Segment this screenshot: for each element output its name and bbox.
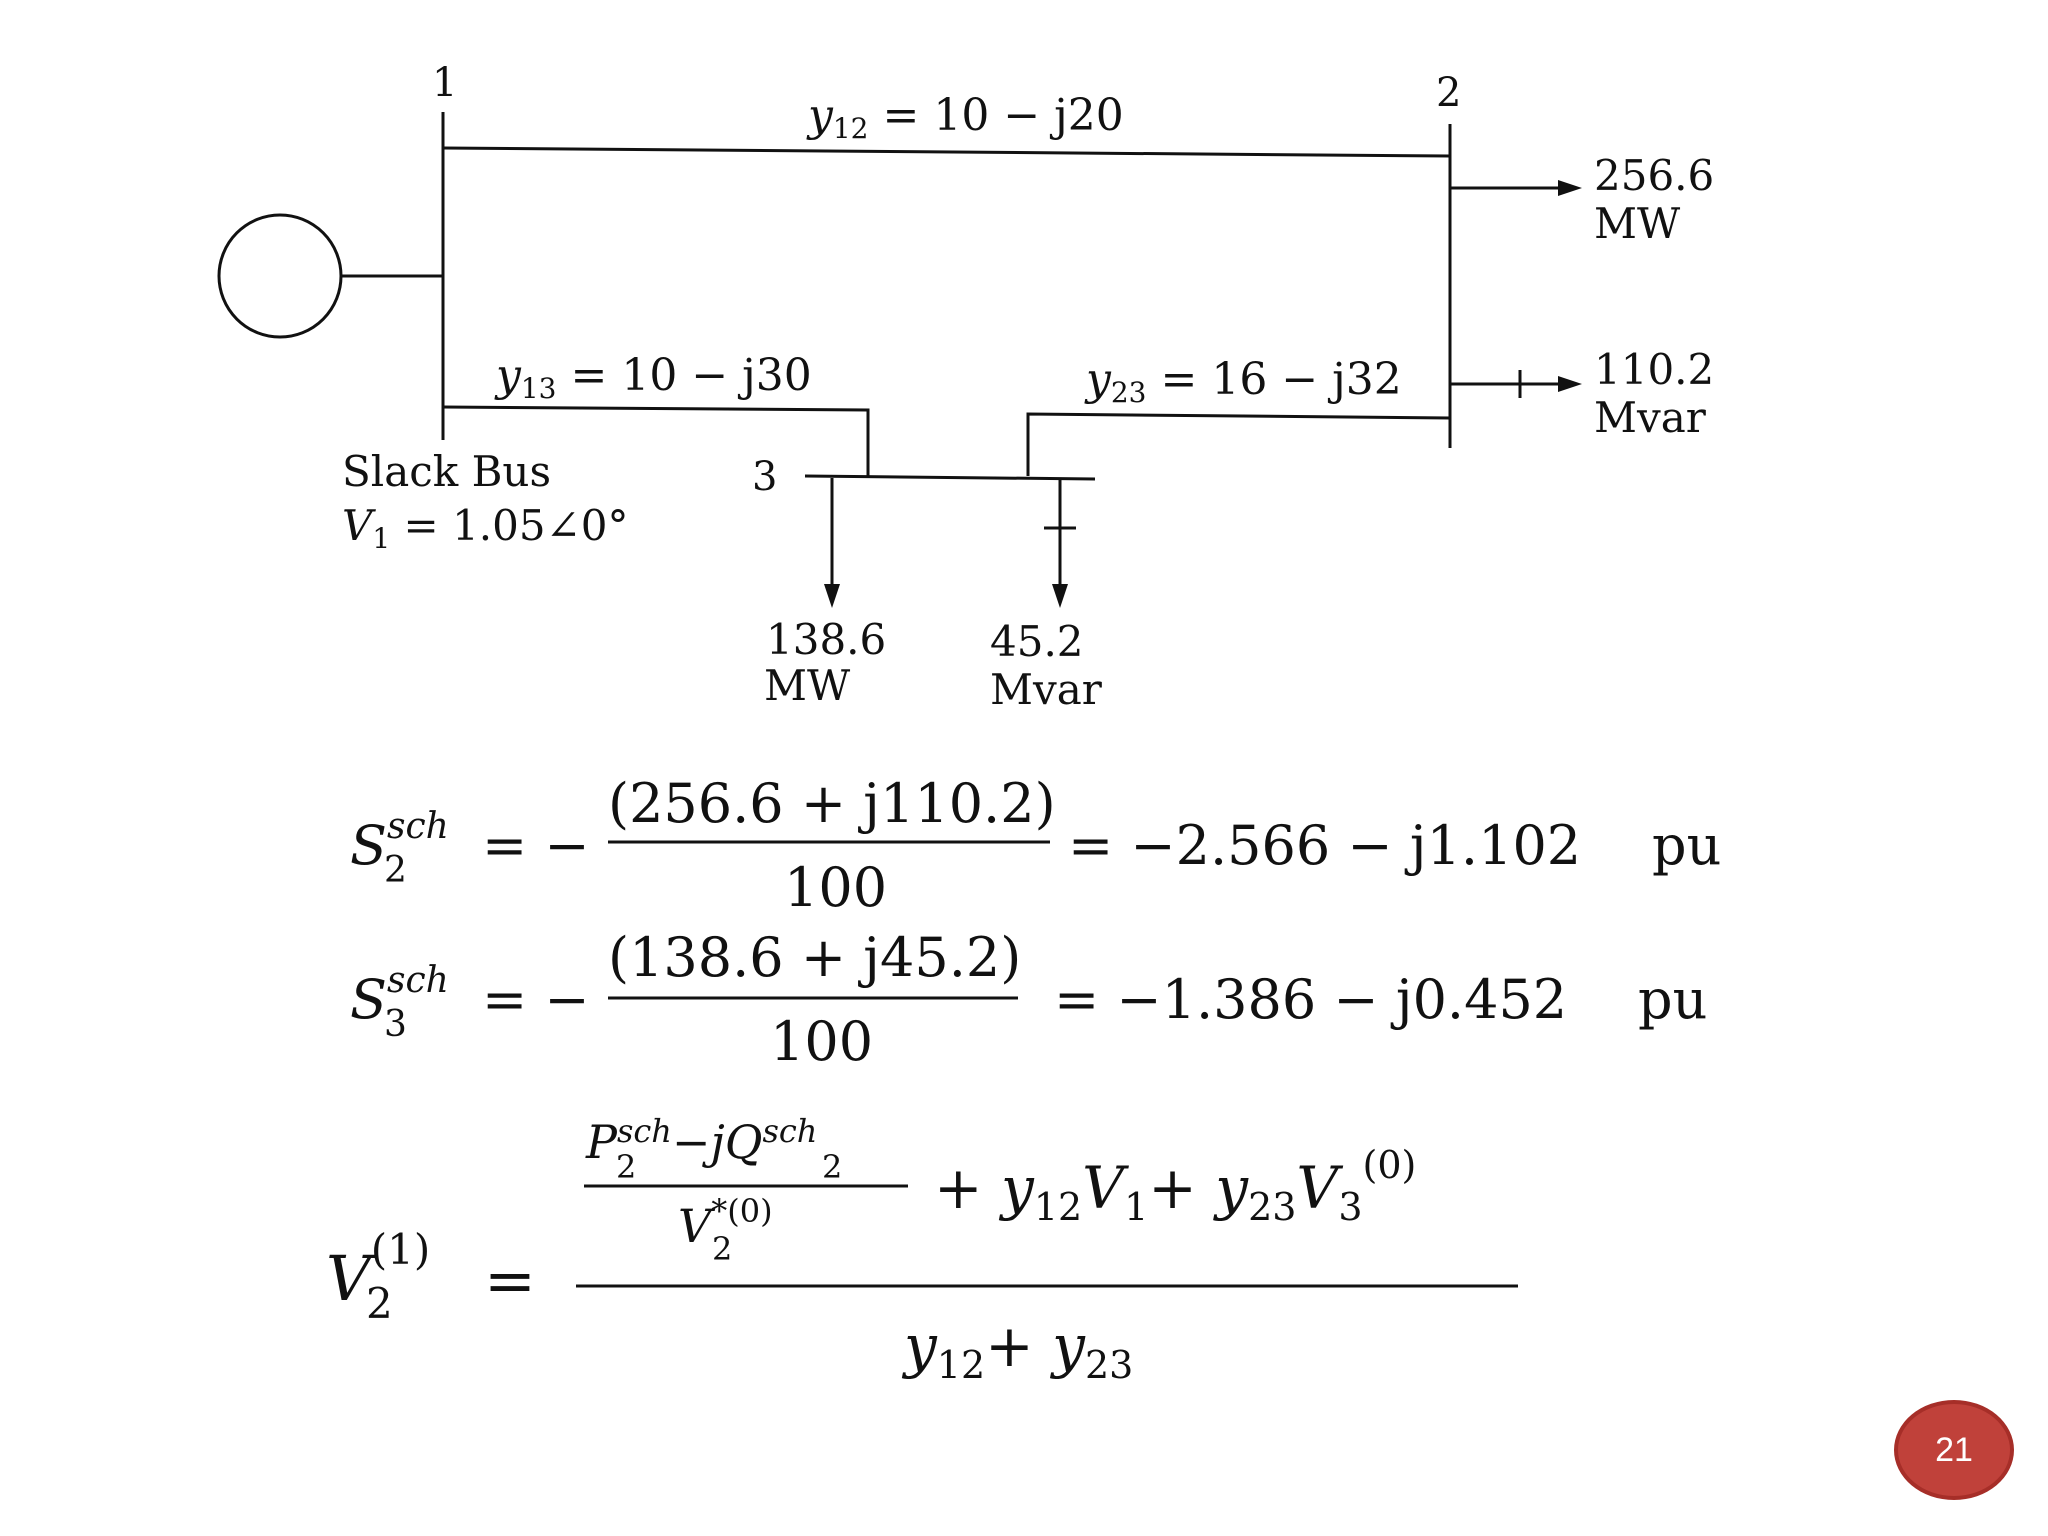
s3-result: = −1.386 − j0.452 (1054, 968, 1567, 1031)
svg-text:2: 2 (712, 1230, 732, 1268)
bus-2-p-unit: MW (1594, 199, 1681, 248)
bus-1-number: 1 (432, 60, 457, 106)
bus-2-p-value: 256.6 (1594, 151, 1714, 200)
svg-text:+ y12V1+ y23V3(0): + y12V1+ y23V3(0) (934, 1143, 1416, 1229)
bus-2-q-value: 110.2 (1594, 345, 1714, 394)
svg-text:= −: = − (482, 968, 590, 1031)
equation-v2: V(1) 2 = Psch−jQsch 2 2 V*(0) 2 + y12V1+… (326, 1112, 1518, 1387)
svg-text:2: 2 (366, 1279, 393, 1328)
line-2-3 (1026, 412, 1451, 476)
bus-2-q-unit: Mvar (1594, 393, 1707, 442)
svg-text:= −: = − (482, 814, 590, 877)
s2-numerator: (256.6 + j110.2) (608, 772, 1056, 835)
bus-2-number: 2 (1436, 70, 1461, 116)
svg-text:V(1): V(1) (326, 1225, 430, 1315)
s3-denominator: 100 (770, 1010, 873, 1073)
bus-3-bar (804, 474, 1096, 481)
generator-icon (217, 213, 343, 339)
slack-voltage: V1 = 1.05∠0° (342, 501, 629, 555)
svg-text:2: 2 (384, 850, 407, 891)
bus-3-p-unit: MW (764, 661, 851, 710)
s2-denominator: 100 (784, 856, 887, 919)
line-1-3-label: y13 = 10 − j30 (494, 350, 812, 405)
equation-s2: Ssch 2 = − (256.6 + j110.2) 100 = −2.566… (350, 772, 1721, 919)
slack-bus-label: Slack Bus (342, 447, 551, 496)
svg-text:Ssch: Ssch (350, 806, 449, 877)
line-1-3 (442, 405, 870, 476)
svg-text:3: 3 (384, 1004, 407, 1045)
page-number-badge: 21 (1894, 1400, 2014, 1500)
svg-text:V*(0): V*(0) (678, 1192, 773, 1253)
svg-text:=: = (484, 1244, 536, 1317)
line-1-2-label: y12 = 10 − j20 (806, 90, 1124, 145)
svg-text:2: 2 (822, 1148, 842, 1186)
s3-unit: pu (1638, 968, 1707, 1031)
s2-unit: pu (1652, 814, 1721, 877)
bus-3-q-unit: Mvar (990, 665, 1103, 714)
bus-3-number: 3 (752, 454, 777, 500)
svg-text:y12+ y23: y12+ y23 (901, 1312, 1133, 1387)
line-1-2 (442, 146, 1451, 158)
bus-3-p-value: 138.6 (766, 615, 886, 664)
line-2-3-label: y23 = 16 − j32 (1084, 354, 1402, 409)
s2-result: = −2.566 − j1.102 (1068, 814, 1581, 877)
equation-s3: Ssch 3 = − (138.6 + j45.2) 100 = −1.386 … (350, 926, 1707, 1073)
svg-text:2: 2 (616, 1148, 636, 1186)
s3-numerator: (138.6 + j45.2) (608, 926, 1021, 989)
svg-text:Psch−jQsch: Psch−jQsch (585, 1112, 817, 1169)
bus-3-q-value: 45.2 (990, 617, 1084, 666)
page-number: 21 (1935, 1430, 1973, 1469)
svg-text:Ssch: Ssch (350, 960, 449, 1031)
